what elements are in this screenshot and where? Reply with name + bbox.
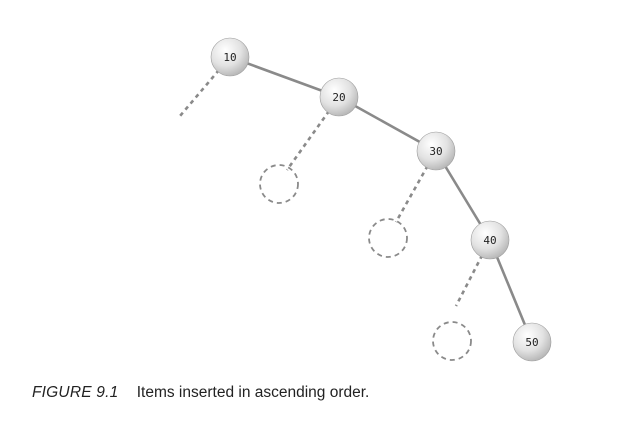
- binary-tree-diagram: 10 20 30 40 50: [179, 37, 552, 362]
- null-placeholder-circle: [259, 164, 299, 204]
- null-links: [179, 69, 484, 361]
- tree-node-50: 50: [512, 322, 552, 362]
- figure-caption-text: Items inserted in ascending order.: [136, 384, 370, 401]
- tree-node-10: 10: [210, 37, 250, 77]
- null-placeholder-circle: [432, 321, 472, 361]
- node-label: 10: [223, 51, 236, 64]
- figure-caption: FIGURE 9.1 Items inserted in ascending o…: [32, 384, 369, 402]
- null-placeholder-circle: [368, 218, 408, 258]
- null-link-n30: [394, 165, 429, 223]
- tree-nodes: 10 20 30 40 50: [210, 37, 552, 362]
- node-label: 20: [332, 91, 345, 104]
- null-link-n10: [179, 69, 221, 117]
- figure-number: FIGURE 9.1: [32, 384, 119, 401]
- node-circle: [512, 322, 552, 362]
- node-circle: [319, 77, 359, 117]
- node-circle: [416, 131, 456, 171]
- tree-edges: [228, 55, 534, 344]
- null-link-n40: [454, 254, 484, 307]
- node-circle: [470, 220, 510, 260]
- node-label: 40: [483, 234, 496, 247]
- node-label: 30: [429, 145, 442, 158]
- null-link-n20: [285, 110, 331, 171]
- tree-node-40: 40: [470, 220, 510, 260]
- edge-n10-n20: [228, 55, 341, 99]
- node-circle: [210, 37, 250, 77]
- tree-node-30: 30: [416, 131, 456, 171]
- node-label: 50: [525, 336, 538, 349]
- tree-node-20: 20: [319, 77, 359, 117]
